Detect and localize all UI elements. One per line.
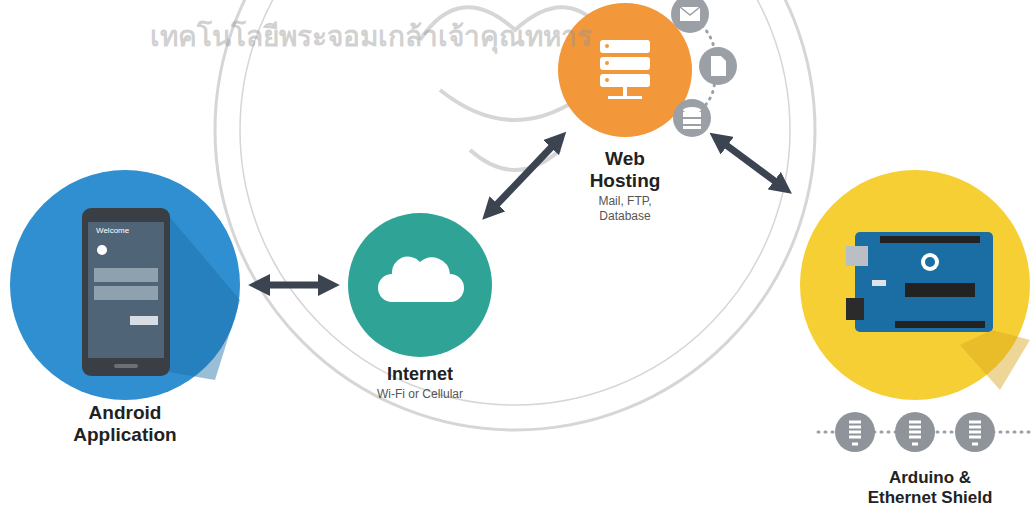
- node-text-block: Android Application: [60, 402, 190, 446]
- node-subtitle: Wi-Fi or Cellular: [340, 387, 500, 402]
- node-title: Arduino & Ethernet Shield: [855, 468, 1005, 508]
- node-outline: [800, 170, 1030, 400]
- arduino-circle: Arduino & Ethernet Shield: [800, 170, 1030, 400]
- node-outline: [348, 213, 492, 357]
- node-subtitle: Mail, FTP, Database: [575, 194, 675, 224]
- internet-circle: InternetWi-Fi or Cellular: [348, 213, 492, 357]
- node-circle: [10, 170, 240, 400]
- double-arrow: [496, 146, 553, 205]
- node-text-block: InternetWi-Fi or Cellular: [340, 364, 500, 402]
- double-arrow: [725, 144, 776, 182]
- node-circle: [348, 213, 492, 357]
- node-text-block: Web HostingMail, FTP, Database: [575, 148, 675, 224]
- android-circle: Android Application: [10, 170, 240, 400]
- double-arrow: [268, 282, 320, 289]
- phone-illustration: [82, 208, 240, 380]
- node-title: Web Hosting: [575, 148, 675, 192]
- node-text-block: Arduino & Ethernet Shield: [855, 468, 1005, 508]
- node-outline: [10, 170, 240, 400]
- server-icon: [600, 40, 650, 99]
- bulb-row: [818, 412, 1030, 452]
- screen-text: Welcome: [96, 226, 129, 235]
- arduino-board: [846, 232, 1030, 390]
- watermark-seal: [215, 0, 815, 430]
- node-title: Internet: [340, 364, 500, 385]
- node-circle: [800, 170, 1030, 400]
- node-title: Android Application: [60, 402, 190, 446]
- service-icons: [671, 0, 737, 137]
- cloud-icon: [378, 257, 464, 302]
- watermark: เทคโนโลยีพระจอมเกล้าเจ้าคุณทหาร: [150, 14, 592, 58]
